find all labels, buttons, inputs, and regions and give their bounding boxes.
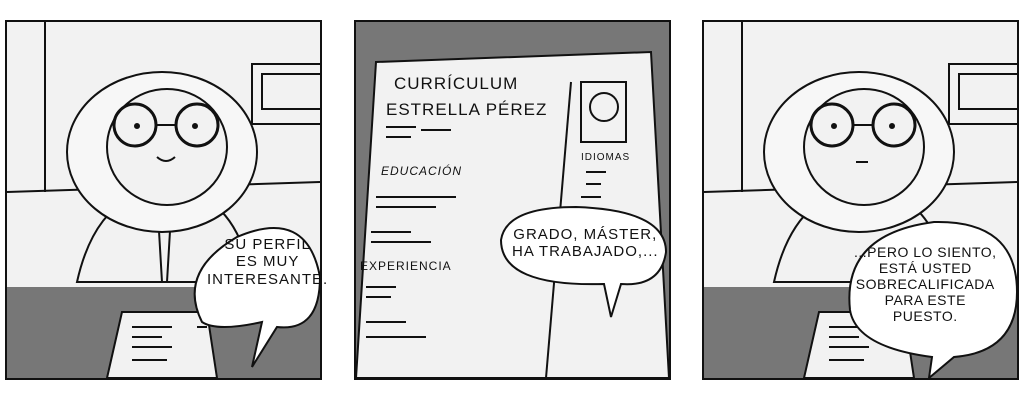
speech-bubble-3: ...pero lo siento, está usted sobrecalif… (854, 244, 997, 324)
cv-section-experience: Experiencia (360, 259, 452, 273)
speech-line: puesto. (892, 308, 958, 325)
panel-1-illustration (7, 22, 320, 378)
speech-bubble-1: Su perfil es muy interesante. (207, 236, 328, 288)
panel-3-illustration (704, 22, 1017, 378)
cv-name: Estrella Pérez (386, 100, 548, 119)
cv-section-education: Educación (381, 164, 463, 178)
speech-line: sobrecalificada (855, 276, 995, 293)
speech-line: para este (884, 292, 966, 309)
speech-line: está usted (878, 260, 972, 277)
speech-line: Grado, máster, (513, 226, 658, 243)
cv-title: Currículum (394, 74, 519, 93)
cv-section-languages: Idiomas (581, 152, 631, 163)
speech-line: ha trabajado,... (512, 243, 659, 261)
panel-2-illustration (356, 22, 669, 378)
speech-line: ...pero lo siento, (854, 244, 997, 260)
panel-2: Currículum Estrella Pérez Educación Expe… (354, 20, 671, 380)
speech-line: interesante. (207, 270, 329, 288)
speech-line: Su perfil (224, 236, 311, 253)
panel-1: Su perfil es muy interesante. (5, 20, 327, 380)
panel-3: ...pero lo siento, está usted sobrecalif… (702, 20, 1019, 380)
speech-bubble-2: Grado, máster, ha trabajado,... (512, 226, 659, 261)
speech-line: es muy (235, 253, 300, 271)
